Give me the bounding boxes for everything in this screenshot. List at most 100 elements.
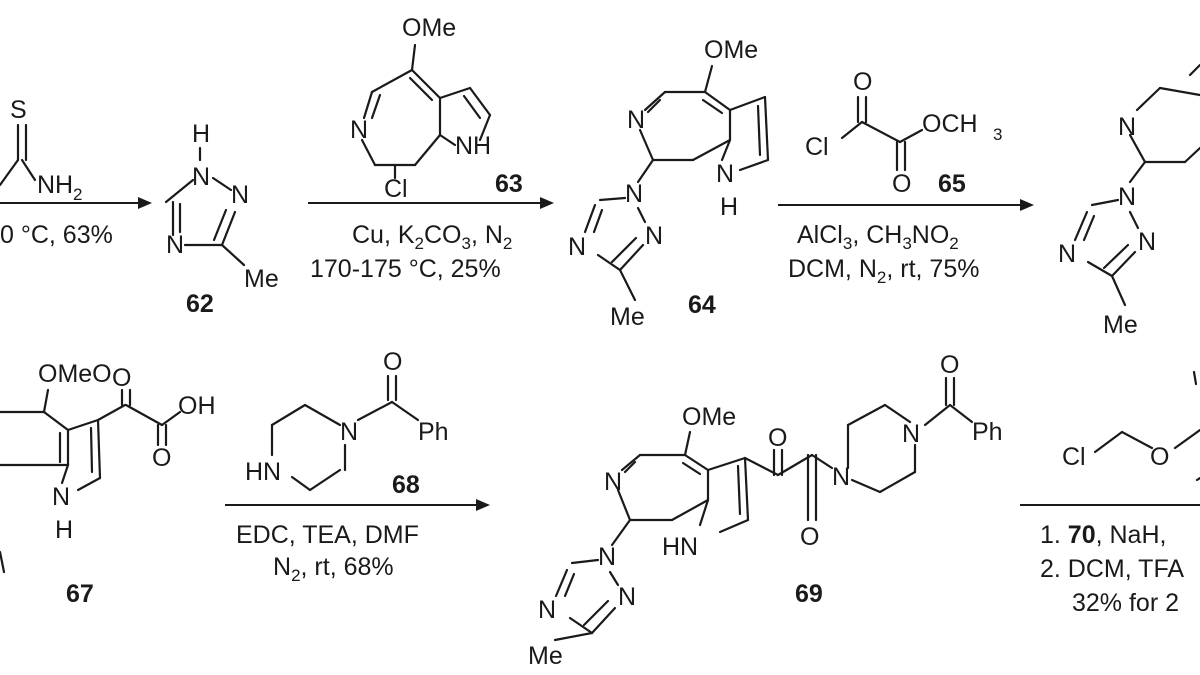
bond	[410, 43, 417, 72]
atom-och3-sub: 3	[993, 125, 1002, 144]
bond	[1110, 250, 1137, 278]
atom-n: N	[166, 231, 184, 259]
atom-n: N	[231, 181, 249, 209]
bond	[590, 606, 617, 635]
compound-64: OMe N N H N N N Me 64	[568, 36, 770, 331]
bond	[370, 93, 382, 120]
atom-o: O	[768, 424, 787, 452]
bond	[220, 243, 246, 267]
compound-label-69: 69	[795, 580, 823, 608]
bond	[124, 403, 164, 427]
compound-65: O Cl OCH 3 O 65	[805, 68, 1002, 198]
bond	[76, 476, 102, 492]
bond	[743, 456, 780, 477]
atom-ome-o: OMeO	[38, 360, 112, 388]
compound-70-partial: Cl O	[1062, 370, 1200, 482]
atom-o: O	[112, 364, 131, 392]
atom-n: N	[618, 583, 636, 611]
bond	[582, 599, 610, 627]
bond	[608, 570, 620, 587]
bond	[290, 475, 312, 492]
bond	[743, 456, 750, 522]
bond	[598, 196, 627, 202]
bond	[948, 403, 974, 424]
step1-condition: 0 °C, 63%	[0, 221, 113, 249]
step4-condition-line2: N2, rt, 68%	[273, 553, 394, 585]
bond	[211, 176, 233, 192]
compound-label-68: 68	[392, 471, 420, 499]
atom-h: H	[55, 516, 73, 544]
bond	[1128, 160, 1147, 184]
bond	[1128, 210, 1140, 230]
bond	[643, 90, 667, 112]
compound-label-64: 64	[688, 291, 716, 319]
bond	[563, 572, 576, 598]
bond	[96, 403, 127, 422]
bond	[636, 158, 655, 184]
atom-n: N	[716, 160, 734, 188]
compound-label-62: 62	[186, 290, 214, 318]
bond	[362, 90, 374, 120]
atom-n: N	[1118, 113, 1136, 141]
bond	[850, 478, 882, 494]
bond	[478, 113, 492, 142]
bond	[42, 388, 50, 414]
bond	[164, 178, 195, 204]
bond	[776, 453, 814, 477]
bond	[670, 498, 710, 522]
compound-label-67: 67	[66, 580, 94, 608]
bond	[763, 95, 770, 162]
bond	[683, 430, 692, 457]
bond	[596, 253, 622, 272]
bond	[698, 498, 710, 527]
bond	[736, 464, 742, 516]
bond	[308, 468, 342, 492]
bond	[701, 98, 724, 115]
bond	[1173, 428, 1200, 450]
atom-h: H	[192, 120, 210, 148]
compound-label-63: 63	[495, 170, 523, 198]
step2-condition-line1: Cu, K2CO3, N2	[352, 221, 512, 253]
bond	[683, 453, 710, 472]
atom-n: N	[340, 418, 358, 446]
thioamide-fragment: S NH 2	[0, 96, 82, 204]
atom-n: N	[350, 116, 368, 144]
bond	[1110, 274, 1127, 307]
atom-o: O	[892, 170, 911, 198]
atom-nh2-sub: 2	[73, 185, 82, 204]
bond	[610, 518, 632, 547]
atom-nh: NH	[455, 132, 491, 160]
atom-ph: Ph	[418, 418, 449, 446]
atom-och3: OCH	[922, 110, 978, 138]
atom-h: H	[720, 193, 738, 221]
bond	[42, 410, 70, 432]
compound-68: O Ph N HN 68	[245, 348, 449, 499]
bond	[1086, 260, 1114, 278]
step5-condition-line1: 1. 70, NaH,	[1040, 521, 1166, 549]
bond	[638, 128, 655, 162]
atom-n: N	[627, 106, 645, 134]
atom-me: Me	[528, 642, 563, 670]
atom-ome: OMe	[682, 403, 736, 431]
compound-62: H N N N Me 62	[164, 120, 279, 318]
atom-cl: Cl	[805, 133, 829, 161]
atom-nh2: NH	[37, 171, 73, 199]
step3-condition-line1: AlCl3, CH3NO2	[797, 221, 959, 253]
bond	[840, 120, 864, 140]
bond	[1183, 146, 1200, 164]
atom-n: N	[192, 163, 210, 191]
arrow-head	[476, 499, 490, 511]
bond	[618, 268, 637, 302]
bond	[303, 403, 342, 427]
atom-me: Me	[610, 303, 645, 331]
bond	[756, 104, 762, 157]
compound-66-partial: N N N N Me	[1058, 63, 1200, 339]
bond	[66, 418, 100, 432]
reaction-arrow-3: AlCl3, CH3NO2 DCM, N2, rt, 75%	[778, 199, 1034, 287]
atom-n: N	[832, 463, 850, 491]
bond	[703, 90, 732, 112]
bond	[592, 208, 604, 234]
bond	[616, 488, 632, 522]
atom-o: O	[853, 68, 872, 96]
